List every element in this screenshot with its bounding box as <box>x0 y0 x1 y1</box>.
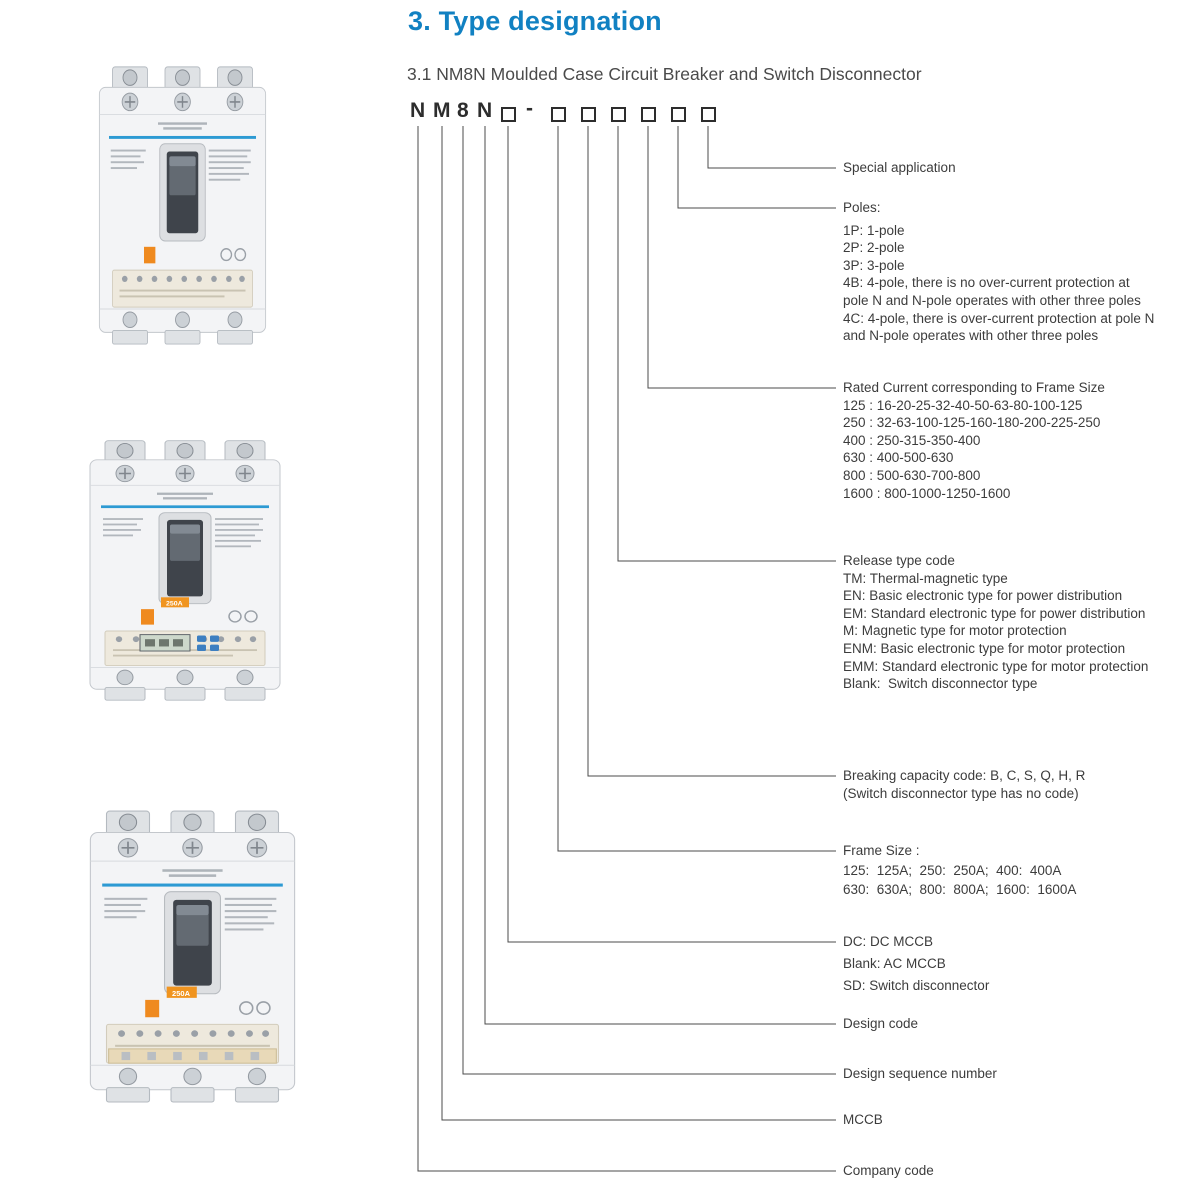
designation-design-code: Design code <box>843 1015 918 1033</box>
designation-text: MCCB <box>843 1112 883 1127</box>
designation-text: 3P: 3-pole <box>843 257 905 273</box>
designation-frame-size: Frame Size : 125: 125A; 250: 250A; 400: … <box>843 841 1076 900</box>
designation-text: and N-pole operates with other three pol… <box>843 328 1099 344</box>
designation-text: 630: 630A; 800: 800A; 1600: 1600A <box>843 882 1077 897</box>
designation-text: Design code <box>843 1016 919 1031</box>
designation-text: EM: Standard electronic type for power d… <box>843 605 1146 621</box>
rating-tag: 250A <box>166 986 197 998</box>
code-char-mccb: M <box>433 99 451 122</box>
designation-text: Special application <box>843 160 956 175</box>
designation-release-type: Release type code TM: Thermal-magnetic t… <box>843 552 1148 693</box>
designation-text: Blank: Switch disconnector type <box>843 676 1038 692</box>
code-box-special-application <box>701 107 716 122</box>
code-char-design-sequence: 8 <box>457 99 469 122</box>
code-box-release-type <box>611 107 626 122</box>
designation-poles: Poles: 1P: 1-pole 2P: 2-pole 3P: 3-pole … <box>843 199 1154 345</box>
terminal-cover-strip <box>108 1048 277 1064</box>
rating-tag: 250A <box>161 597 189 607</box>
code-box-breaking-capacity <box>581 107 596 122</box>
designation-text: EN: Basic electronic type for power dist… <box>843 588 1123 604</box>
code-box-rated-current <box>641 107 656 122</box>
designation-text: 4B: 4-pole, there is no over-current pro… <box>843 275 1130 291</box>
code-hyphen: - <box>526 97 533 120</box>
designation-text: 1600 : 800-1000-1250-1600 <box>843 485 1011 501</box>
rating-label: 250A <box>166 601 183 608</box>
designation-text: 1P: 1-pole <box>843 222 905 238</box>
designation-text: Poles: <box>843 200 881 215</box>
connector-breaking-capacity <box>587 126 836 777</box>
connector-design-sequence <box>462 126 836 1075</box>
designation-text: 630 : 400-500-630 <box>843 450 954 466</box>
designation-text: Rated Current corresponding to Frame Siz… <box>843 380 1105 395</box>
connector-frame-size <box>557 126 836 852</box>
breaker-photo-3: 250A <box>85 808 300 1104</box>
breaker-photo-1 <box>95 64 270 346</box>
page-title: 3. Type designation <box>408 6 662 36</box>
connector-release-type <box>617 126 836 562</box>
designation-text: 800 : 500-630-700-800 <box>843 467 981 483</box>
designation-text: (Switch disconnector type has no code) <box>843 785 1079 801</box>
designation-text: 125: 125A; 250: 250A; 400: 400A <box>843 862 1062 878</box>
designation-text: DC: DC MCCB <box>843 934 933 949</box>
designation-text: Blank: AC MCCB <box>843 956 946 971</box>
designation-company-code: Company code <box>843 1162 934 1180</box>
designation-text: Release type code <box>843 553 955 568</box>
designation-text: pole N and N-pole operates with other th… <box>843 292 1141 308</box>
code-box-frame-size <box>551 107 566 122</box>
designation-design-sequence: Design sequence number <box>843 1065 997 1083</box>
connector-rated-current <box>647 126 836 389</box>
designation-rated-current: Rated Current corresponding to Frame Siz… <box>843 379 1105 502</box>
designation-text: ENM: Basic electronic type for motor pro… <box>843 640 1126 656</box>
designation-mccb: MCCB <box>843 1111 883 1129</box>
designation-breaking-capacity: Breaking capacity code: B, C, S, Q, H, R… <box>843 767 1085 802</box>
lcd-display <box>139 634 219 652</box>
designation-text: SD: Switch disconnector <box>843 978 990 993</box>
code-box-poles <box>671 107 686 122</box>
rating-label: 250A <box>172 989 191 998</box>
designation-text: 400 : 250-315-350-400 <box>843 432 981 448</box>
designation-text: M: Magnetic type for motor protection <box>843 623 1067 639</box>
designation-text: 125 : 16-20-25-32-40-50-63-80-100-125 <box>843 397 1083 413</box>
code-box-current-type <box>501 107 516 122</box>
section-subtitle: 3.1 NM8N Moulded Case Circuit Breaker an… <box>407 64 922 84</box>
designation-current-type: DC: DC MCCB Blank: AC MCCB SD: Switch di… <box>843 931 989 997</box>
designation-text: EMM: Standard electronic type for motor … <box>843 658 1149 674</box>
designation-text: 250 : 32-63-100-125-160-180-200-225-250 <box>843 415 1101 431</box>
designation-special-application: Special application <box>843 159 956 177</box>
designation-text: 4C: 4-pole, there is over-current protec… <box>843 310 1155 326</box>
connector-design-code <box>484 126 836 1025</box>
designation-text: Frame Size : <box>843 843 920 858</box>
designation-text: 2P: 2-pole <box>843 240 905 256</box>
designation-text: Breaking capacity code: B, C, S, Q, H, R <box>843 768 1086 783</box>
connector-poles <box>677 126 836 209</box>
designation-text: Company code <box>843 1163 934 1178</box>
connector-current-type <box>507 126 836 943</box>
connector-special-application <box>707 126 836 169</box>
code-char-design-code: N <box>477 99 493 122</box>
code-char-company-code: N <box>410 99 426 122</box>
connector-company-code <box>417 126 836 1172</box>
breaker-photo-2: 250A <box>85 438 285 702</box>
designation-text: TM: Thermal-magnetic type <box>843 570 1008 586</box>
connector-mccb <box>441 126 836 1121</box>
designation-text: Design sequence number <box>843 1066 997 1081</box>
